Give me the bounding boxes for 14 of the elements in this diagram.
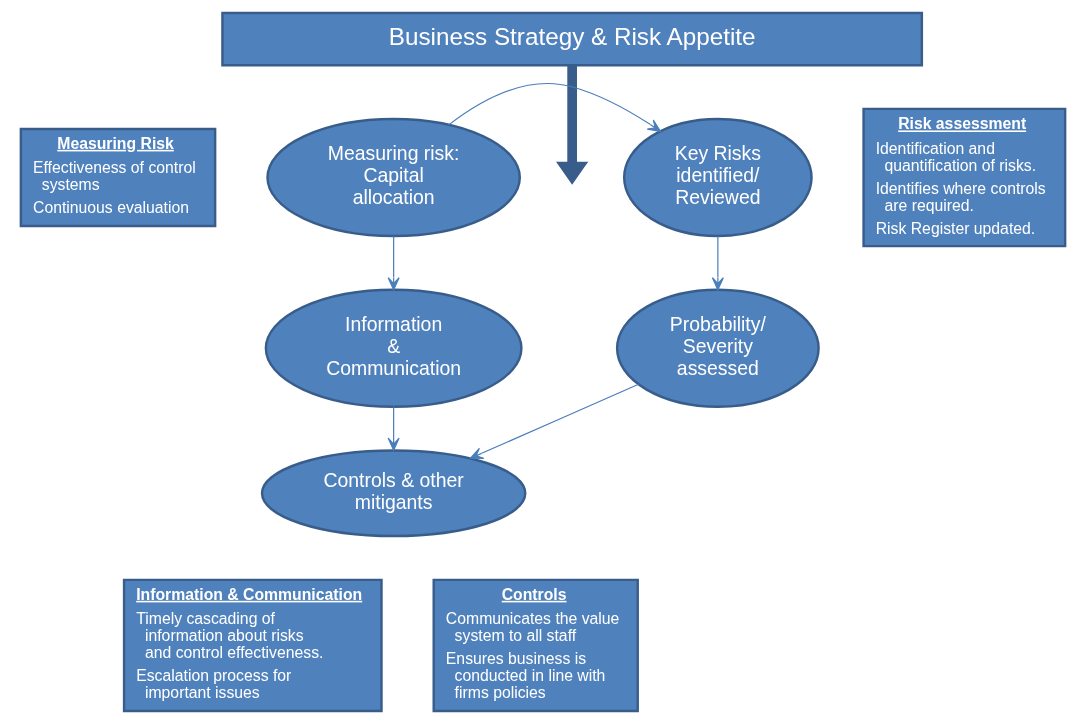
node-ellipse: Probability/ Severity assessed <box>615 288 820 408</box>
node-ellipse: Information & Communication <box>264 288 523 408</box>
node-box: Measuring Risk Effectiveness of control systems Continuous evaluation <box>19 127 217 228</box>
arrow <box>448 83 661 132</box>
arrow <box>387 235 400 291</box>
node-box: Information & Communication Timely cascading of information about risks and control effectiveness. Escalation process for important issues <box>122 578 383 713</box>
node-box: Controls Communicates the value system to all staff Ensures business is conducted in line with firms policies <box>432 578 639 713</box>
node-box: Risk assessment Identification and quantification of risks. Identifies where controls are required. Risk Register updated. <box>862 107 1067 248</box>
node-box: Business Strategy & Risk Appetite <box>221 11 924 67</box>
arrow <box>556 65 589 185</box>
arrow <box>469 383 640 459</box>
arrow <box>711 235 724 291</box>
node-ellipse: Measuring risk: Capital allocation <box>266 117 521 238</box>
arrow <box>387 406 400 451</box>
